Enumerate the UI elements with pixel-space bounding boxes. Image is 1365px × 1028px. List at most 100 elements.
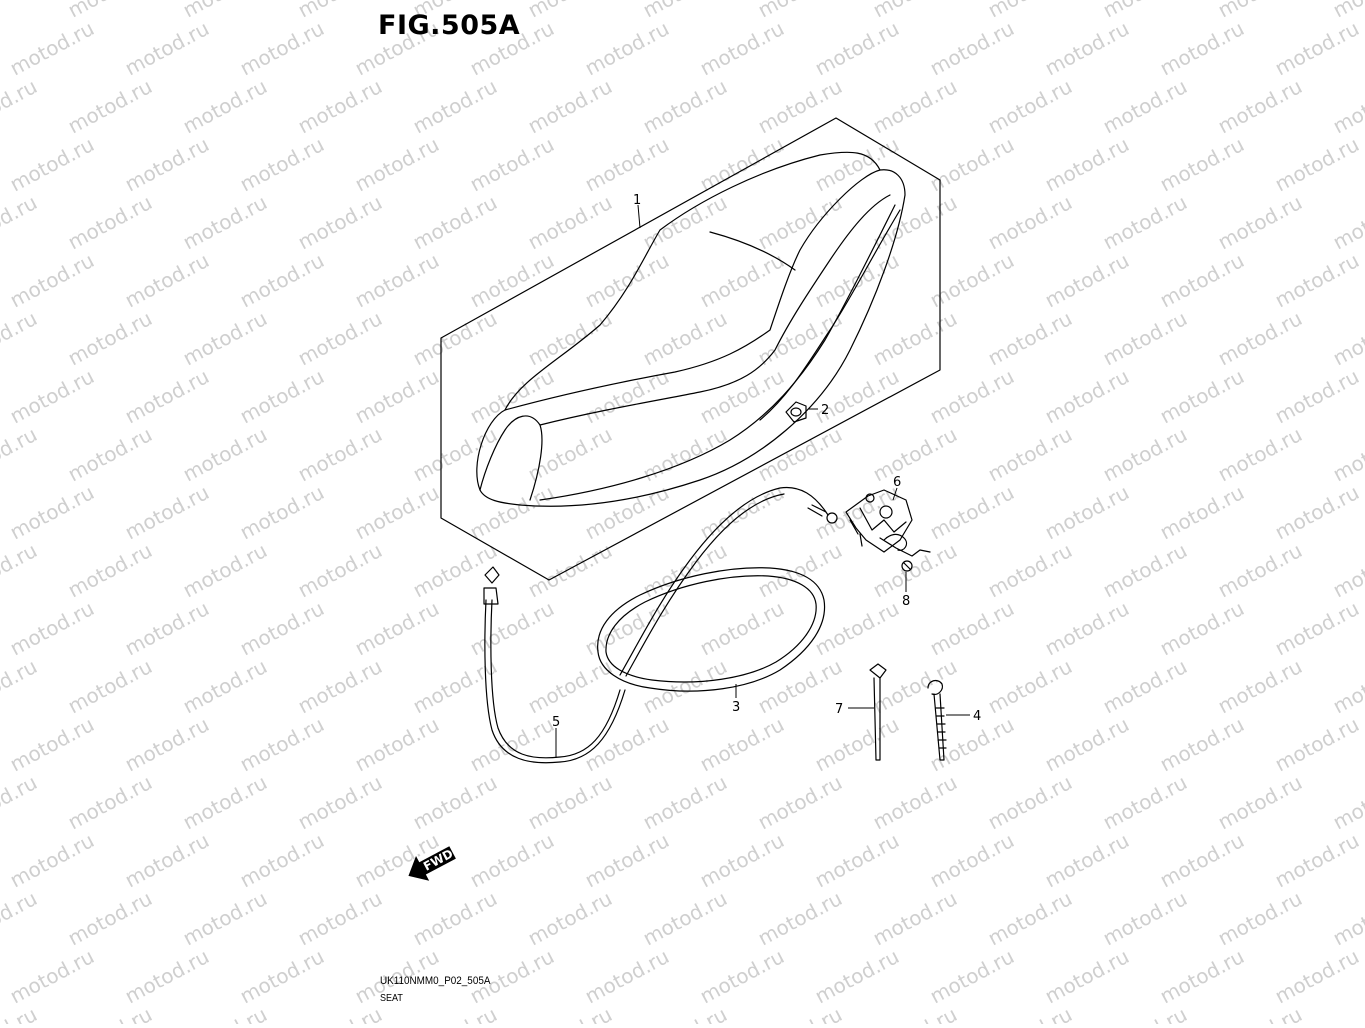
watermark-text: motod.ru (984, 654, 1076, 718)
watermark-text: motod.ru (294, 770, 386, 834)
watermark-text: motod.ru (351, 132, 443, 196)
watermark-text: motod.ru (984, 538, 1076, 602)
callouts: 1 2 3 4 5 6 7 8 (552, 193, 981, 730)
watermark-text: motod.ru (926, 364, 1018, 428)
watermark-text: motod.ru (581, 248, 673, 312)
watermark-text: motod.ru (179, 190, 271, 254)
watermark-text: motod.ru (524, 886, 616, 950)
watermark-text: motod.ru (1156, 712, 1248, 776)
watermark-text: motod.ru (1156, 944, 1248, 1008)
watermark-text: motod.ru (754, 190, 846, 254)
watermark-text: motod.ru (1099, 306, 1191, 370)
watermark-text: motod.ru (1214, 306, 1306, 370)
seat-side-line-1 (539, 194, 891, 426)
watermark-text: motod.ru (869, 886, 961, 950)
watermark-text: motod.ru (351, 596, 443, 660)
watermark-text: motod.ru (236, 944, 328, 1008)
watermark-text: motod.ru (581, 712, 673, 776)
cable-run (619, 486, 829, 676)
watermark-text: motod.ru (926, 712, 1018, 776)
watermark-text: motod.ru (984, 422, 1076, 486)
watermark-text: motod.ru (1041, 596, 1133, 660)
watermark-text: motod.ru (869, 654, 961, 718)
watermark-text: motod.ru (926, 944, 1018, 1008)
watermark-text: motod.ru (294, 422, 386, 486)
watermark-text: motod.ru (121, 828, 213, 892)
watermark-text: motod.ru (581, 944, 673, 1008)
watermark-text: motod.ru (409, 74, 501, 138)
watermark-text: motod.ru (236, 712, 328, 776)
watermark-text: motod.ru (696, 248, 788, 312)
watermark-text: motod.ru (1214, 886, 1306, 950)
watermark-text: motod.ru (696, 944, 788, 1008)
watermark-text: motod.ru (984, 0, 1076, 22)
figure-title: FIG.505A (378, 10, 521, 41)
watermark-text: motod.ru (754, 0, 846, 22)
watermark-text: motod.ru (179, 306, 271, 370)
watermark-text: motod.ru (1214, 538, 1306, 602)
callout-6: 6 (893, 475, 901, 490)
watermark-text: motod.ru (64, 190, 156, 254)
watermark-text: motod.ru (351, 364, 443, 428)
watermark-text: motod.ru (466, 828, 558, 892)
watermark-text: motod.ru (179, 654, 271, 718)
part-2-cushion (785, 401, 807, 423)
watermark-text: motod.ru (1329, 770, 1365, 834)
watermark-text: motod.ru (64, 74, 156, 138)
watermark-text: motod.ru (1271, 132, 1363, 196)
watermark-text: motod.ru (869, 0, 961, 22)
watermark-text: motod.ru (811, 480, 903, 544)
watermark-text: motod.ru (639, 306, 731, 370)
callout-1: 1 (633, 193, 641, 208)
watermark-text: motod.ru (1271, 16, 1363, 80)
watermark-text: motod.ru (1329, 654, 1365, 718)
watermark-text: motod.ru (466, 132, 558, 196)
watermark-text: motod.ru (64, 886, 156, 950)
watermark-text: motod.ru (294, 654, 386, 718)
seat-top-curve (504, 151, 881, 411)
callout-5: 5 (552, 715, 560, 730)
part-3-cable (597, 486, 838, 692)
watermark-text: motod.ru (581, 132, 673, 196)
watermark-text: motod.ru (639, 74, 731, 138)
watermark-text: motod.ru (236, 364, 328, 428)
watermark-text: motod.ru (1156, 596, 1248, 660)
watermark-text: motod.ru (754, 422, 846, 486)
watermark-text: motod.ru (1041, 712, 1133, 776)
cable-run-2 (625, 493, 785, 677)
watermark-text: motod.ru (121, 944, 213, 1008)
part-8-bolt (901, 560, 913, 572)
watermark-text: motod.ru (696, 828, 788, 892)
watermark-text: motod.ru (869, 1002, 961, 1024)
watermark-text: motod.ru (121, 248, 213, 312)
watermark-text: motod.ru (409, 886, 501, 950)
watermark-text: motod.ru (0, 190, 41, 254)
watermark-text: motod.ru (1099, 770, 1191, 834)
watermark-text: motod.ru (1156, 480, 1248, 544)
watermark-text: motod.ru (121, 132, 213, 196)
watermark-text: motod.ru (869, 422, 961, 486)
watermark-text: motod.ru (1099, 0, 1191, 22)
watermark-text: motod.ru (409, 190, 501, 254)
watermark-text: motod.ru (639, 190, 731, 254)
watermark-text: motod.ru (179, 422, 271, 486)
cable-loop-inner (605, 575, 817, 683)
watermark-text: motod.ru (1271, 364, 1363, 428)
watermark-text: motod.ru (754, 886, 846, 950)
watermark-text: motod.ru (294, 306, 386, 370)
watermark-text: motod.ru (294, 190, 386, 254)
part-6-lock-assembly (845, 489, 931, 557)
watermark-text: motod.ru (1099, 538, 1191, 602)
watermark-text: motod.ru (696, 596, 788, 660)
watermark-text: motod.ru (1156, 248, 1248, 312)
part-7-cable-tie (869, 663, 887, 761)
watermark-text: motod.ru (121, 712, 213, 776)
watermark-text: motod.ru (581, 364, 673, 428)
watermark-text: motod.ru (179, 1002, 271, 1024)
callout-8: 8 (902, 594, 910, 609)
watermark-text: motod.ru (1329, 1002, 1365, 1024)
watermark-text: motod.ru (0, 886, 41, 950)
watermark-text: motod.ru (926, 828, 1018, 892)
callout-4: 4 (973, 709, 981, 724)
